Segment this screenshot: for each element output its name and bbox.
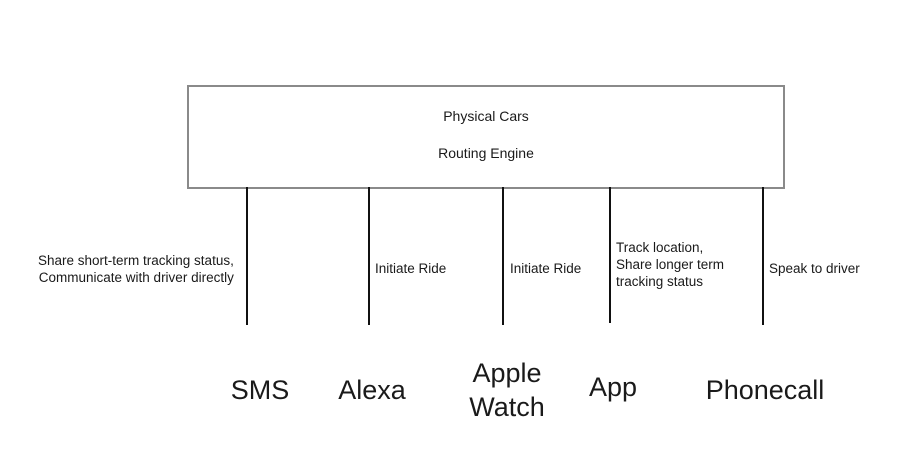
app-label: App [588,372,638,402]
alexa-description: Initiate Ride [375,261,447,276]
phonecall-description: Speak to driver [769,261,860,276]
alexa-label: Alexa [338,375,406,405]
apple-watch-connector-line [502,187,504,325]
sms-connector-line [246,187,248,325]
sms-description: Share short-term tracking status, Commun… [38,253,234,285]
sms-label: SMS [230,375,290,405]
apple-watch-description: Initiate Ride [510,261,582,276]
apple-watch-label: Apple Watch [469,358,545,422]
physical-cars-label: Physical Cars [443,108,529,124]
routing-engine-box: Physical Cars Routing Engine [187,85,785,189]
alexa-connector-line [368,187,370,325]
routing-engine-label: Routing Engine [438,145,534,161]
phonecall-connector-line [762,187,764,325]
app-description: Track location, Share longer term tracki… [616,240,725,289]
phonecall-label: Phonecall [705,375,825,405]
app-connector-line [609,187,611,323]
